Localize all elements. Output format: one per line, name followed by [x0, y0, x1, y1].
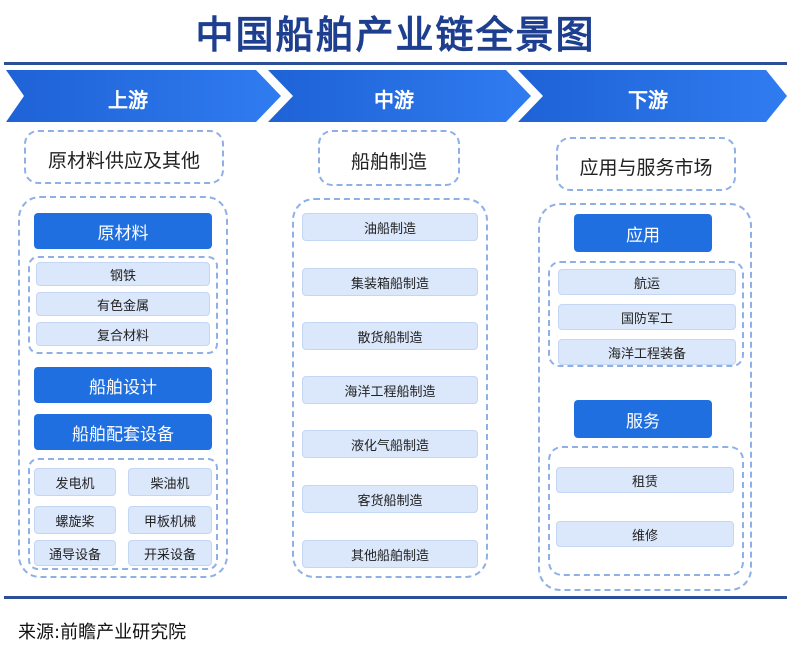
ship-equipment-header: 船舶配套设备 [34, 414, 212, 450]
midstream-heading-box [318, 130, 460, 186]
downstream-heading-box [556, 137, 736, 191]
stage-chevron-downstream [518, 70, 787, 122]
midstream-heading: 船舶制造 [350, 151, 427, 173]
equip-diesel-engine: 柴油机 [128, 468, 212, 496]
app-item-defense: 国防军工 [558, 304, 736, 330]
stage-chevron-band [6, 70, 787, 122]
mid-item-lng-ship: 液化气船制造 [302, 430, 478, 458]
stage-label-downstream: 下游 [628, 88, 668, 112]
mid-item-other-ship: 其他船舶制造 [302, 540, 478, 568]
upstream-heading-box [24, 130, 224, 184]
stage-chevron-midstream [268, 70, 531, 122]
mid-item-bulk-carrier: 散货船制造 [302, 322, 478, 350]
service-group [548, 446, 744, 576]
equip-mining: 开采设备 [128, 540, 212, 566]
raw-item-steel: 钢铁 [36, 262, 210, 286]
equip-navigation: 通导设备 [34, 540, 116, 566]
mid-item-offshore-ship: 海洋工程船制造 [302, 376, 478, 404]
application-header: 应用 [574, 214, 712, 252]
app-item-offshore-equipment: 海洋工程装备 [558, 339, 736, 365]
raw-item-composite: 复合材料 [36, 322, 210, 346]
stage-label-midstream: 中游 [374, 88, 414, 112]
stage-label-upstream: 上游 [108, 88, 148, 112]
service-header: 服务 [574, 400, 712, 438]
mid-item-container-ship: 集装箱船制造 [302, 268, 478, 296]
service-item-leasing: 租赁 [556, 467, 734, 493]
equip-deck-machinery: 甲板机械 [128, 506, 212, 534]
raw-item-nonferrous: 有色金属 [36, 292, 210, 316]
service-item-repair: 维修 [556, 521, 734, 547]
ship-design-header: 船舶设计 [34, 367, 212, 403]
equip-propeller: 螺旋桨 [34, 506, 116, 534]
source-note: 来源:前瞻产业研究院 [18, 622, 187, 643]
raw-material-header: 原材料 [34, 213, 212, 249]
downstream-heading: 应用与服务市场 [579, 157, 713, 179]
equip-generator: 发电机 [34, 468, 116, 496]
app-item-shipping: 航运 [558, 269, 736, 295]
page-title: 中国船舶产业链全景图 [195, 13, 596, 57]
bottom-divider [4, 596, 787, 599]
upstream-heading: 原材料供应及其他 [47, 150, 200, 172]
top-divider [4, 62, 787, 65]
mid-item-oil-tanker: 油船制造 [302, 213, 478, 241]
stage-chevron-upstream [6, 70, 281, 122]
mid-item-ro-pax-ship: 客货船制造 [302, 485, 478, 513]
